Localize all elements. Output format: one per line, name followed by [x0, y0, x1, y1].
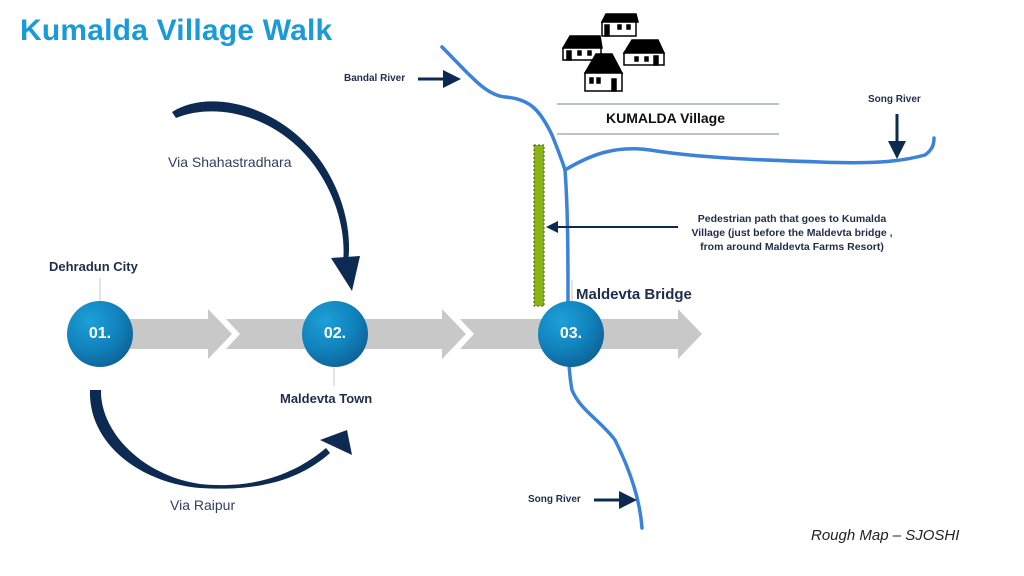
path-note-line: from around Maldevta Farms Resort)	[700, 241, 884, 253]
curve-arrow-bottom	[89, 390, 352, 489]
node-02: 02.	[302, 301, 368, 367]
node-number: 03.	[559, 325, 583, 342]
houses-icon	[561, 13, 666, 92]
via-top-label: Via Shahastradhara	[168, 154, 292, 170]
bandal-river-line	[440, 45, 567, 172]
node-label-maldevta-bridge: Maldevta Bridge	[576, 286, 692, 303]
bandal-river-label: Bandal River	[344, 73, 406, 84]
node-01: 01.	[67, 301, 133, 367]
node-label-maldevta-town: Maldevta Town	[280, 391, 373, 406]
song-river-main-line	[563, 168, 644, 530]
pointer-arrows	[418, 70, 906, 509]
path-note-line: Pedestrian path that goes to Kumalda	[697, 213, 887, 225]
path-note: Pedestrian path that goes to Kumalda Vil…	[672, 212, 912, 254]
credit-label: Rough Map – SJOSHI	[811, 527, 960, 544]
page-title: Kumalda Village Walk	[20, 14, 333, 47]
node-03: 03.	[538, 301, 604, 367]
node-label-dehradun: Dehradun City	[49, 259, 138, 274]
rivers	[440, 45, 936, 530]
curve-arrow-top	[172, 101, 360, 291]
node-number: 02.	[323, 325, 347, 342]
pedestrian-path	[533, 144, 545, 307]
path-note-line: Village (just before the Maldevta bridge…	[691, 227, 893, 239]
via-bottom-label: Via Raipur	[170, 497, 236, 513]
song-river-top-line	[563, 136, 936, 172]
village-label: KUMALDA Village	[606, 110, 726, 126]
leader-lines	[99, 278, 573, 386]
node-number: 01.	[88, 325, 112, 342]
song-river-bottom-label: Song River	[528, 494, 581, 505]
chevron-1	[125, 309, 232, 359]
song-river-top-label: Song River	[868, 94, 921, 105]
route-chevrons	[125, 309, 702, 359]
